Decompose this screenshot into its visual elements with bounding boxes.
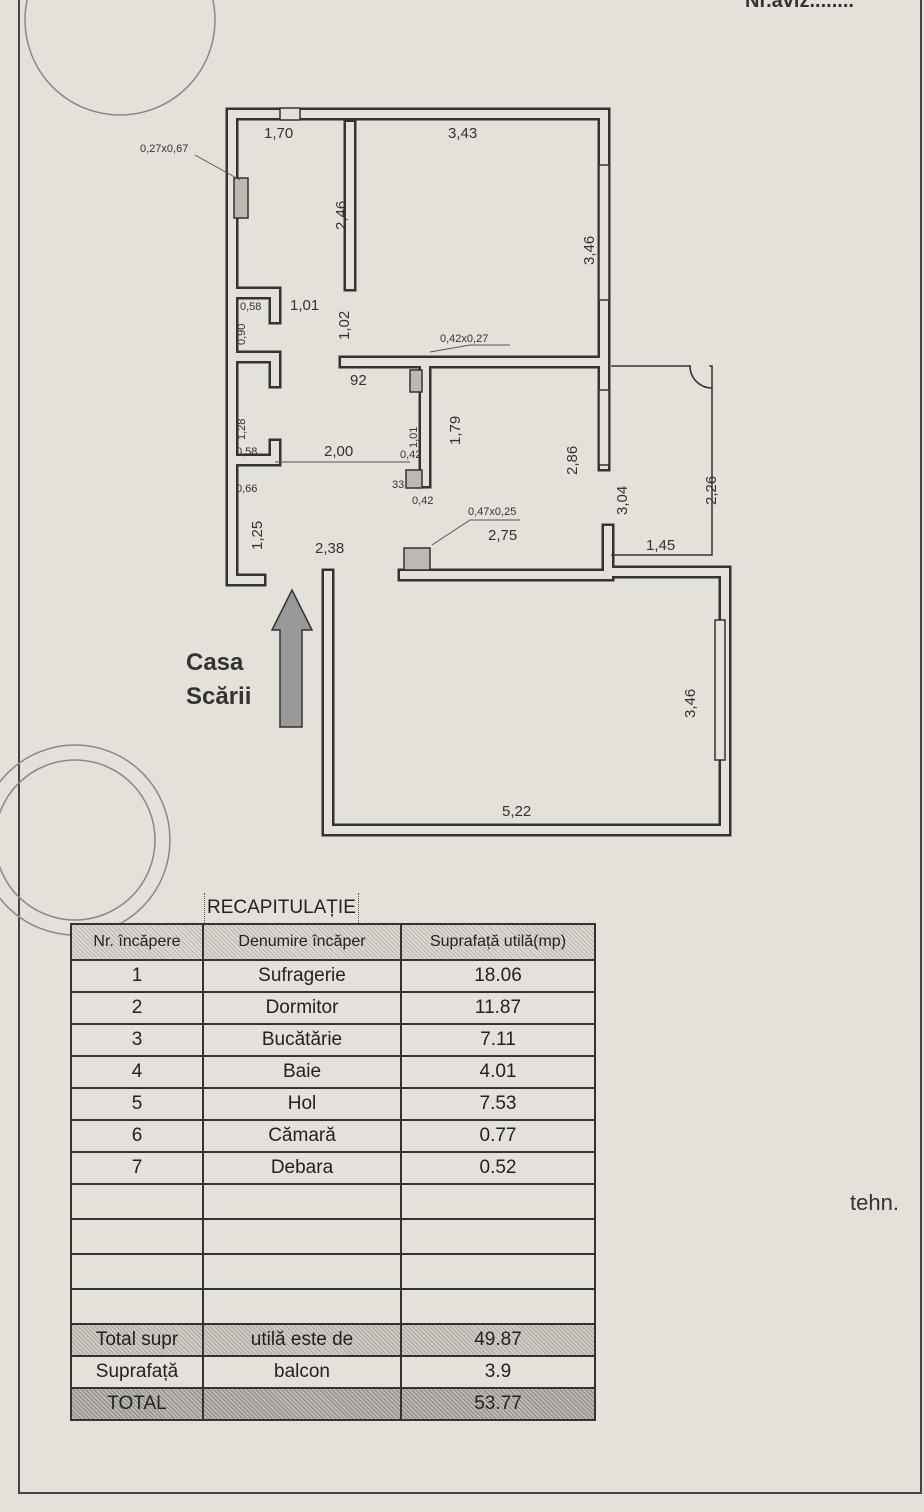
dim-label: 1,02	[336, 311, 353, 340]
dim-label: 92	[350, 372, 367, 389]
dim-label: 0,58	[240, 301, 261, 313]
dim-label: 2,75	[488, 527, 517, 544]
entrance-label: Casa Scării	[186, 646, 251, 714]
page-border	[18, 0, 922, 1494]
cell: 11.87	[400, 991, 596, 1025]
dim-label: 1,79	[447, 416, 464, 445]
total-util-row: Total supr utilă este de 49.87	[70, 1323, 596, 1357]
cell: Bucătărie	[202, 1023, 402, 1057]
entrance-label-line2: Scării	[186, 683, 252, 710]
cell: 5	[70, 1087, 204, 1121]
walls	[225, 107, 732, 837]
cell: 3	[70, 1023, 204, 1057]
notary-stamp-bottom	[0, 744, 171, 936]
dim-label: 3,46	[581, 236, 598, 265]
header-cell: Nr. încăpere	[70, 923, 204, 961]
dim-label: 2,86	[564, 446, 581, 475]
balcony-row: Suprafață balcon 3.9	[70, 1355, 596, 1389]
cell: 53.77	[400, 1387, 596, 1421]
dim-label: 0,47x0,25	[468, 506, 516, 518]
dim-label: 5,22	[502, 803, 531, 820]
notary-stamp-top	[24, 0, 216, 116]
cell: 7.11	[400, 1023, 596, 1057]
aviz-number: Nr.aviz........	[745, 0, 854, 12]
dim-label: 3,46	[682, 689, 699, 718]
shafts	[233, 177, 431, 571]
windows	[279, 107, 726, 761]
table-row-empty	[70, 1288, 596, 1325]
dim-label: 2,26	[703, 476, 720, 505]
dim-label: 3,43	[448, 125, 477, 142]
cell: 49.87	[400, 1323, 596, 1357]
dim-label: 0,42	[412, 495, 433, 507]
area-summary-table: Nr. încăpere Denumire încăper Suprafață …	[70, 923, 596, 1421]
cell: Total supr	[70, 1323, 204, 1357]
dim-label: 0,66	[236, 483, 257, 495]
table-header-row: Nr. încăpere Denumire încăper Suprafață …	[70, 923, 596, 961]
cell: Baie	[202, 1055, 402, 1089]
cell: 7	[70, 1151, 204, 1185]
dim-label: 2,38	[315, 540, 344, 557]
cell: balcon	[202, 1355, 402, 1389]
dim-label: 3,04	[614, 486, 631, 515]
table-row-empty	[70, 1183, 596, 1220]
cell: Dormitor	[202, 991, 402, 1025]
side-note: tehn.	[850, 1190, 899, 1215]
entrance-label-line1: Casa	[186, 649, 244, 676]
header-cell: Suprafață utilă(mp)	[400, 923, 596, 961]
dim-label: 1,70	[264, 125, 293, 142]
cell: 6	[70, 1119, 204, 1153]
cell: Cămară	[202, 1119, 402, 1153]
cell: TOTAL	[70, 1387, 204, 1421]
dim-label: 1,01	[290, 297, 319, 314]
table-row-empty	[70, 1218, 596, 1255]
dimension-labels: 1,70 3,43 0,27x0,67 2,46 3,46 0,58 1,01 …	[140, 125, 720, 820]
balcony-door	[689, 365, 713, 389]
dim-label: 0,42x0,27	[440, 333, 488, 345]
dim-label: 0,90	[236, 324, 248, 345]
cell: 3.9	[400, 1355, 596, 1389]
leader-lines	[194, 154, 520, 546]
cell: 0.52	[400, 1151, 596, 1185]
cell: 4	[70, 1055, 204, 1089]
entrance-arrow	[270, 588, 314, 728]
dim-label: 0,42	[400, 449, 421, 461]
dim-label: 1,28	[236, 419, 248, 440]
cell: Suprafață	[70, 1355, 204, 1389]
cell: Debara	[202, 1151, 402, 1185]
table-title: RECAPITULAȚIE	[204, 893, 359, 923]
cell: 7.53	[400, 1087, 596, 1121]
dim-label: 1,45	[646, 537, 675, 554]
cell: 2	[70, 991, 204, 1025]
dim-label: 1,01	[408, 427, 420, 448]
cell: Hol	[202, 1087, 402, 1121]
header-cell: Denumire încăper	[202, 923, 402, 961]
dim-label: 0,27x0,67	[140, 143, 188, 155]
cell: 4.01	[400, 1055, 596, 1089]
cell	[202, 1387, 402, 1421]
dim-label: 0,58	[236, 446, 257, 458]
dim-label: 2,46	[333, 201, 350, 230]
dim-label: 1,25	[249, 521, 266, 550]
stamps	[0, 0, 216, 936]
cell: 0.77	[400, 1119, 596, 1153]
cell: Sufragerie	[202, 959, 402, 993]
grand-total-row: TOTAL 53.77	[70, 1387, 596, 1421]
cell: 18.06	[400, 959, 596, 993]
cell: utilă este de	[202, 1323, 402, 1357]
table-row-empty	[70, 1253, 596, 1290]
balcony-outline	[611, 365, 713, 556]
dim-label: 2,00	[324, 443, 353, 460]
cell: 1	[70, 959, 204, 993]
dim-label: 33	[392, 479, 404, 491]
